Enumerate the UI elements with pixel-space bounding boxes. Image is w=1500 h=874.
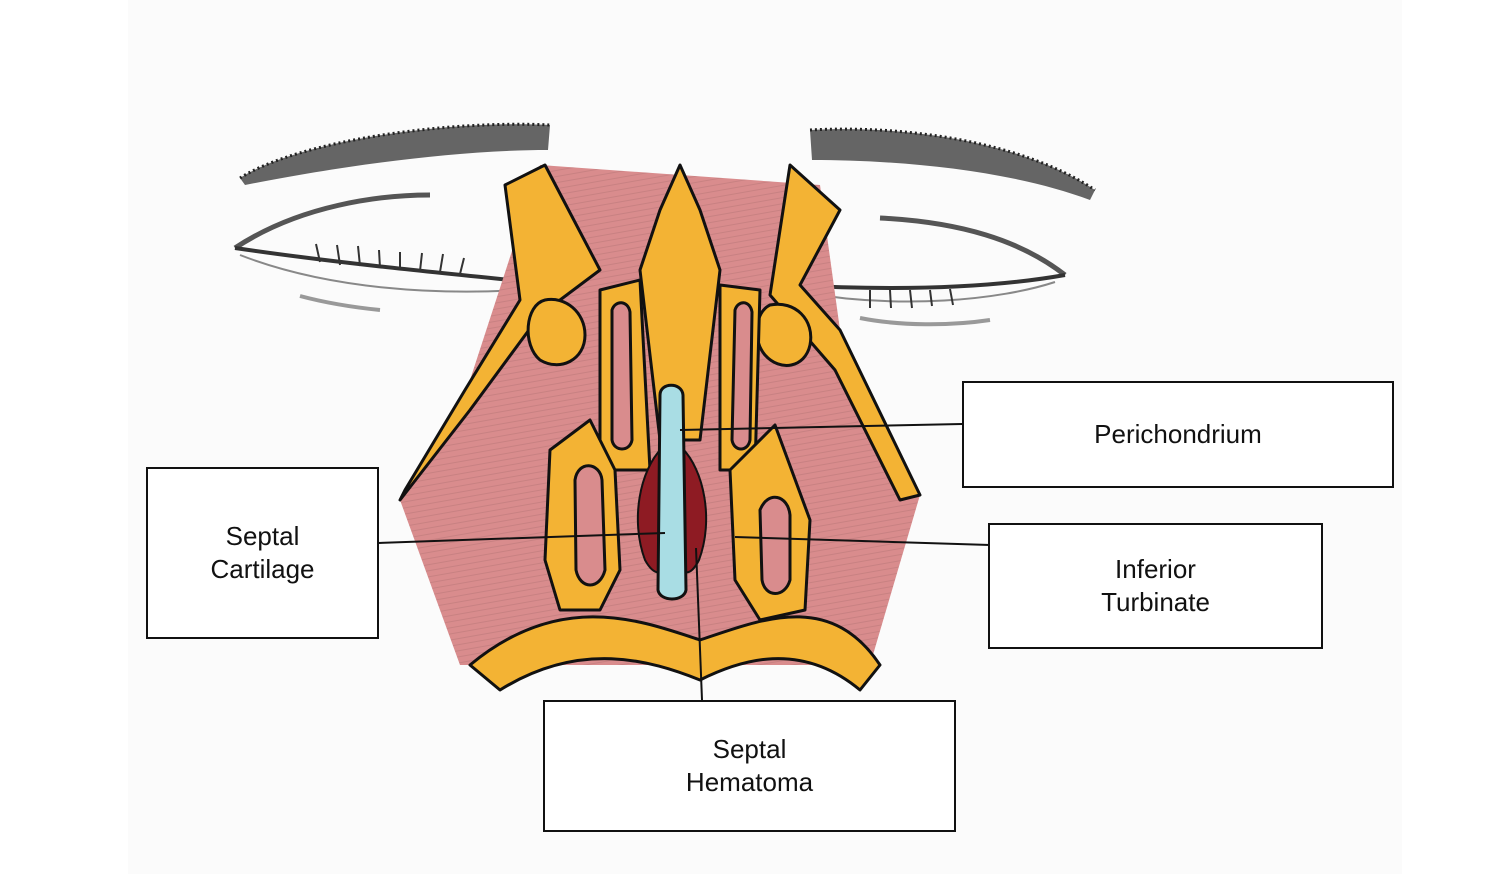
pointer-septal-cartilage	[377, 532, 666, 544]
right-eyebrow	[809, 127, 1096, 200]
label-septal-cartilage-line1: Septal	[225, 521, 300, 551]
label-inferior-turbinate: Inferior Turbinate	[988, 523, 1323, 649]
left-eyebrow	[239, 122, 551, 185]
label-septal-cartilage-line2: Cartilage	[210, 554, 315, 584]
pointer-inferior-turbinate	[734, 536, 991, 546]
label-inferior-turbinate-line2: Turbinate	[1101, 587, 1210, 617]
pointer-septal-hematoma	[695, 547, 703, 701]
left-eye	[233, 192, 531, 312]
label-septal-hematoma-line2: Hematoma	[685, 767, 814, 797]
pointer-perichondrium	[679, 423, 963, 431]
label-inferior-turbinate-line1: Inferior	[1115, 554, 1196, 584]
label-septal-hematoma: Septal Hematoma	[543, 700, 956, 832]
label-perichondrium-text: Perichondrium	[1094, 419, 1262, 449]
label-septal-cartilage: Septal Cartilage	[146, 467, 379, 639]
bony-framework	[398, 163, 922, 692]
nasal-passages	[573, 301, 792, 595]
label-perichondrium: Perichondrium	[962, 381, 1394, 488]
label-septal-hematoma-line1: Septal	[712, 734, 787, 764]
pointer-lines	[377, 423, 991, 701]
septal-cartilage	[656, 383, 688, 601]
